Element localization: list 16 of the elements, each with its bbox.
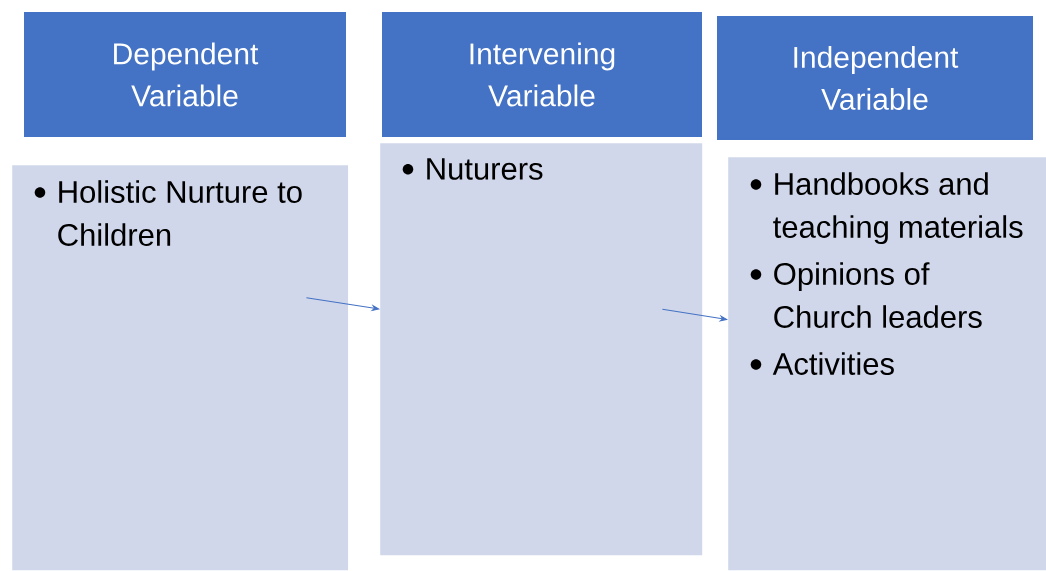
- header-text: Dependent Variable: [114, 42, 259, 107]
- arrow: [661, 308, 728, 322]
- list-item: Activities: [772, 352, 894, 375]
- header-box: [24, 12, 346, 137]
- arrow: [305, 297, 380, 311]
- header-box: [717, 16, 1033, 140]
- list-item: Handbooks and teaching materials: [773, 172, 1023, 245]
- list-item: Holistic Nurture to Children: [58, 180, 302, 246]
- header-text: Independent Variable: [794, 46, 959, 110]
- list-item: Nuturers: [427, 158, 543, 180]
- content-box: [380, 143, 703, 556]
- content-box: [12, 165, 349, 571]
- list-item: Opinions of Church leaders: [774, 262, 982, 328]
- header-text: Intervening Variable: [470, 42, 615, 107]
- content-box: [728, 157, 1046, 571]
- header-box: [382, 12, 702, 137]
